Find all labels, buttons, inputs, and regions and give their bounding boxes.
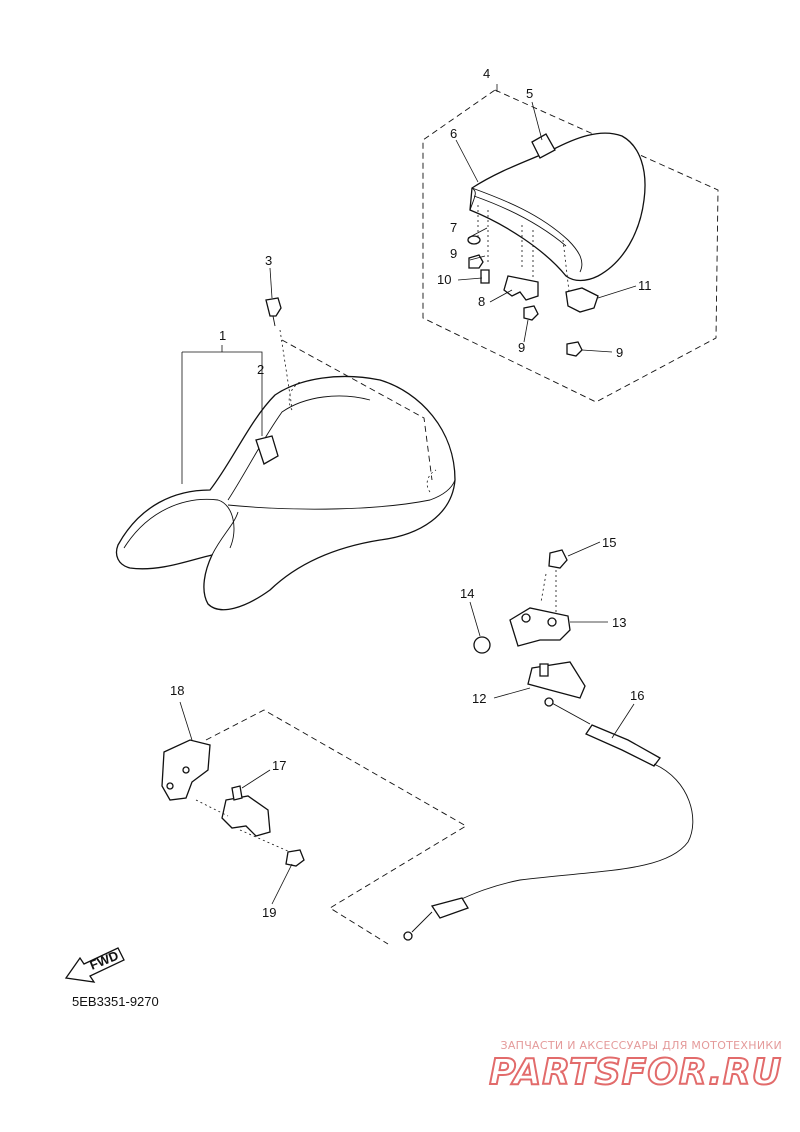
rear-seat-cover <box>469 132 646 282</box>
callout-3: 3 <box>265 253 272 268</box>
callout-17: 17 <box>272 758 286 773</box>
lock-base <box>527 661 586 699</box>
front-seat-cover <box>115 375 456 611</box>
seat-lock-cable <box>403 697 694 941</box>
callout-2: 2 <box>257 362 264 377</box>
rear-seat-group <box>422 89 719 403</box>
callout-13: 13 <box>612 615 626 630</box>
rear-washer <box>467 235 481 245</box>
rear-bracket <box>503 275 539 301</box>
rear-side-bracket <box>565 287 599 313</box>
callout-16: 16 <box>630 688 644 703</box>
callout-9c: 9 <box>616 345 623 360</box>
rear-nut-b <box>523 305 539 321</box>
callout-9a: 9 <box>450 246 457 261</box>
diagram-code: 5EB3351-9270 <box>72 994 159 1009</box>
leader-lines <box>179 84 637 905</box>
callout-8: 8 <box>478 294 485 309</box>
callout-7: 7 <box>450 220 457 235</box>
callout-18: 18 <box>170 683 184 698</box>
release-lever <box>161 709 467 945</box>
cable-sleeve <box>585 724 661 767</box>
fwd-arrow: FWD <box>64 947 125 983</box>
callouts: 1 2 3 4 5 6 7 9 10 8 9 9 11 15 14 13 12 … <box>170 66 652 920</box>
front-seat <box>115 297 456 611</box>
front-seat-bolt <box>265 297 282 317</box>
watermark-tagline: ЗАПЧАСТИ И АКСЕССУАРЫ ДЛЯ МОТОТЕХНИКИ <box>500 1039 782 1052</box>
callout-10: 10 <box>437 272 451 287</box>
release-lever-body <box>221 795 271 837</box>
callout-9b: 9 <box>518 340 525 355</box>
lock-bracket <box>509 607 571 647</box>
watermark-logo: PARTSFOR.RU <box>488 1051 782 1094</box>
callout-12: 12 <box>472 691 486 706</box>
front-seat-tab <box>255 435 279 465</box>
lock-cap <box>473 636 491 654</box>
callout-19: 19 <box>262 905 276 920</box>
callout-4: 4 <box>483 66 490 81</box>
lock-nut <box>548 549 568 569</box>
rear-nut-a <box>468 254 484 269</box>
callout-15: 15 <box>602 535 616 550</box>
callout-1: 1 <box>219 328 226 343</box>
rear-bolt <box>480 269 490 284</box>
rear-nut-c <box>566 341 583 357</box>
callout-6: 6 <box>450 126 457 141</box>
callout-11: 11 <box>638 278 652 293</box>
lock-assembly <box>473 549 586 699</box>
callout-5: 5 <box>526 86 533 101</box>
release-screw <box>285 849 305 867</box>
callout-14: 14 <box>460 586 474 601</box>
